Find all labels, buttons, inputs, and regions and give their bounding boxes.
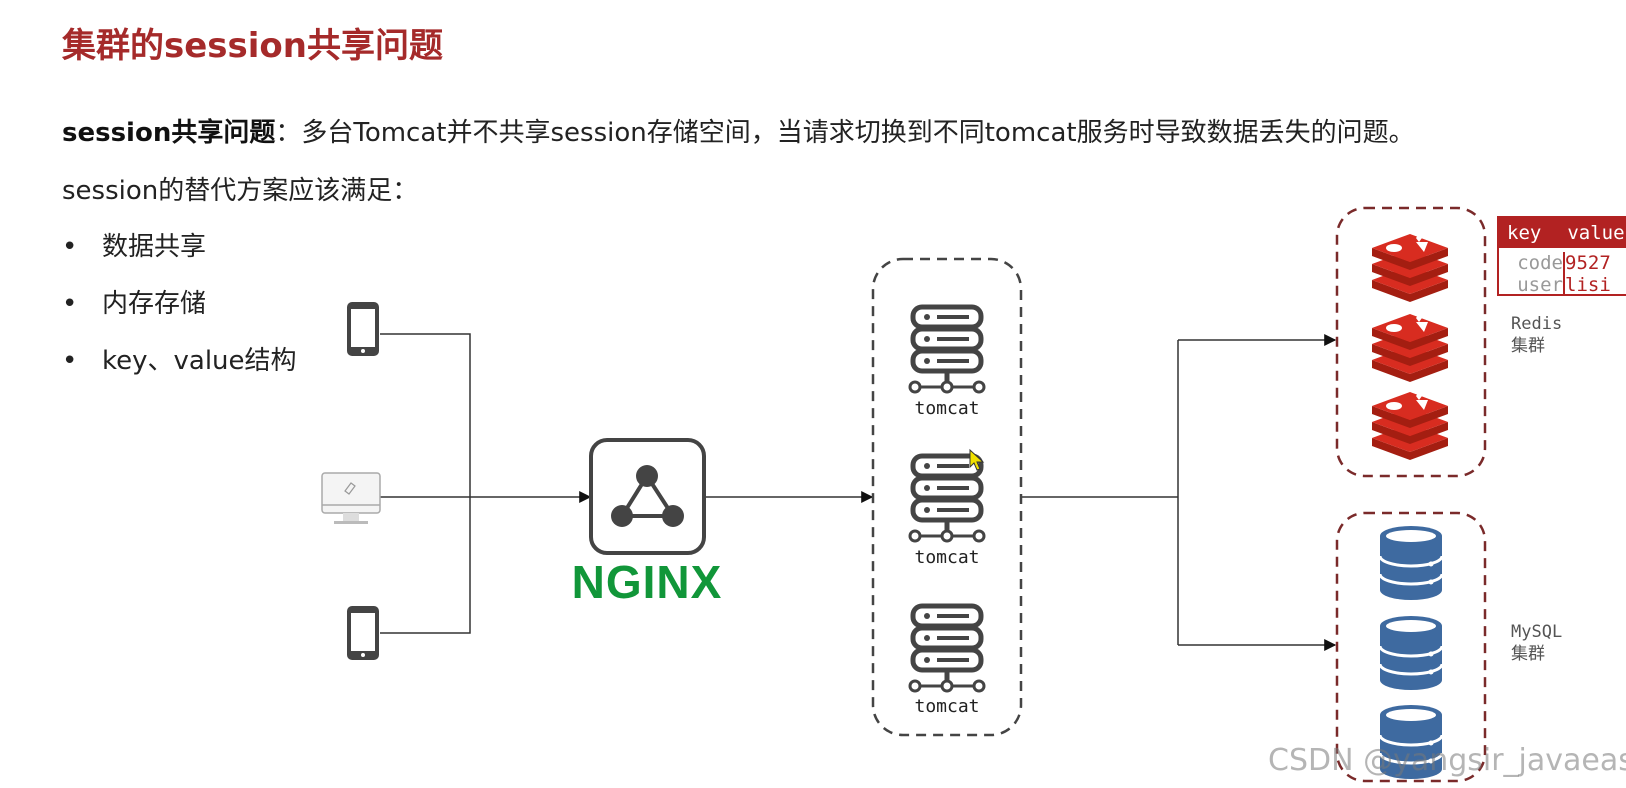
row-key: user <box>1499 274 1565 294</box>
cursor-icon <box>969 448 985 471</box>
tomcat-cluster-border <box>871 257 1023 737</box>
requirement-text: key、value结构 <box>102 346 297 376</box>
redis-icon <box>1372 314 1448 382</box>
requirement-text: 内存存储 <box>102 289 207 319</box>
bullet-icon: • <box>62 289 78 319</box>
header-value: value <box>1567 222 1625 244</box>
list-item: • key、value结构 <box>62 340 297 397</box>
tomcat-label: tomcat <box>914 398 979 419</box>
requirement-text: 数据共享 <box>102 232 207 262</box>
server-icon <box>908 304 986 394</box>
client-connectors <box>380 333 1337 651</box>
mysql-cluster-text: 集群 <box>1511 644 1545 664</box>
database-icon <box>1378 526 1444 600</box>
header-key: key <box>1507 222 1542 244</box>
tomcat-label: tomcat <box>914 696 979 717</box>
tomcat-label: tomcat <box>914 547 979 568</box>
mysql-cluster-label: MySQL 集群 <box>1511 621 1562 665</box>
page-title: 集群的session共享问题 <box>62 26 443 66</box>
redis-cluster-text: 集群 <box>1511 336 1545 356</box>
mysql-cluster-border <box>1335 511 1487 783</box>
redis-cluster-label: Redis 集群 <box>1511 313 1562 357</box>
requirements-list: • 数据共享 • 内存存储 • key、value结构 <box>62 226 297 397</box>
watermark: CSDN @yangsir_javaeasy <box>1268 743 1626 778</box>
problem-text: ：多台Tomcat并不共享session存储空间，当请求切换到不同tomcat服… <box>275 118 1415 148</box>
row-key: code <box>1499 252 1565 274</box>
redis-icon <box>1372 234 1448 302</box>
problem-label: session共享问题 <box>62 118 276 148</box>
redis-label: Redis <box>1511 314 1563 334</box>
nginx-icon <box>589 438 706 555</box>
problem-description: session共享问题：多台Tomcat并不共享session存储空间，当请求切… <box>62 112 1415 149</box>
bullet-icon: • <box>62 346 78 376</box>
server-icon <box>908 453 986 543</box>
key-value-table-header: key value <box>1499 218 1626 248</box>
nginx-label: NGINX <box>572 556 723 608</box>
desktop-monitor-icon <box>321 472 381 524</box>
redis-icon <box>1372 392 1448 460</box>
redis-cluster-border <box>1335 206 1487 478</box>
database-icon <box>1378 705 1444 779</box>
database-icon <box>1378 616 1444 690</box>
list-item: • 数据共享 <box>62 226 297 283</box>
row-value: 9527 <box>1565 252 1611 274</box>
mobile-phone-icon <box>347 606 379 660</box>
bullet-icon: • <box>62 232 78 262</box>
list-item: • 内存存储 <box>62 283 297 340</box>
row-value: lisi <box>1565 274 1611 296</box>
server-icon <box>908 603 986 693</box>
mobile-phone-icon <box>347 302 379 356</box>
requirements-intro: session的替代方案应该满足： <box>62 176 419 206</box>
mysql-label: MySQL <box>1511 622 1563 642</box>
